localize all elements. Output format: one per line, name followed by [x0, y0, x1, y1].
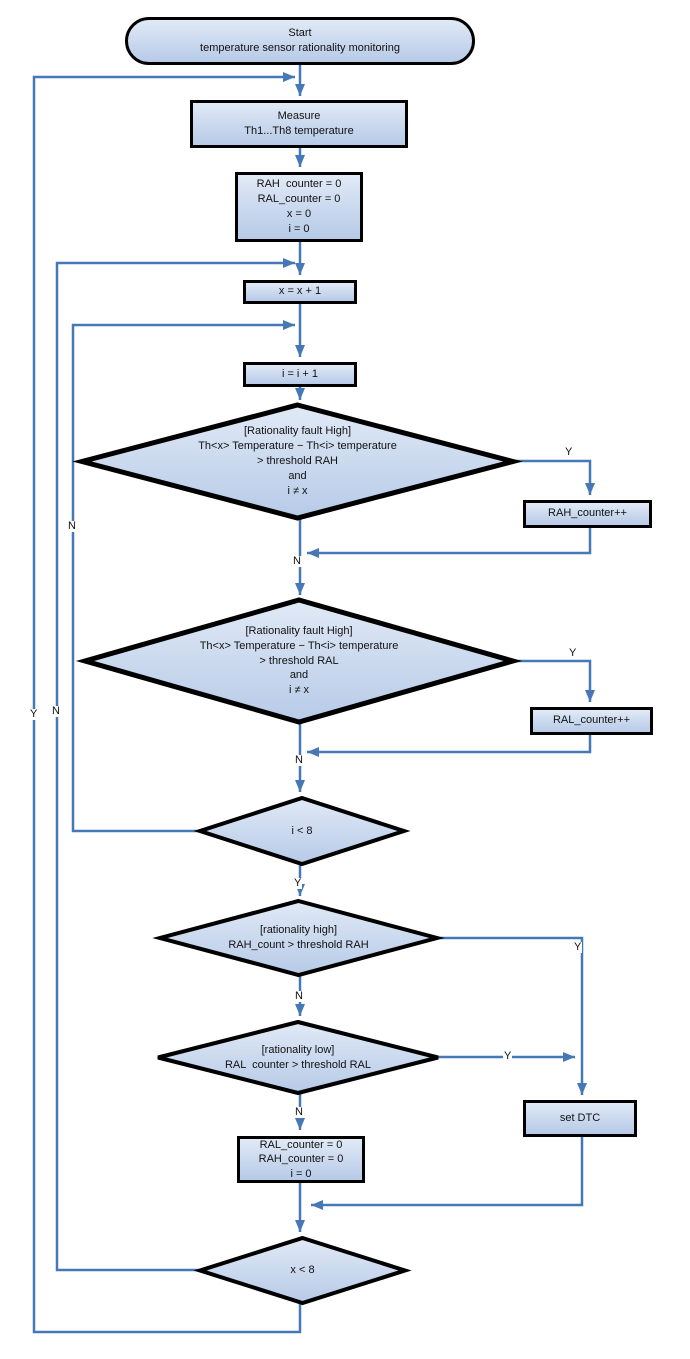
- diamond-rationality-fault-high: [72, 402, 523, 521]
- edge-label-rah-yes: Y: [573, 941, 583, 953]
- edge-label-d2-yes: Y: [568, 647, 578, 659]
- diamond-i-loop-check-text: i < 8: [200, 798, 404, 864]
- d1-line: and: [288, 469, 307, 482]
- node-set-dtc: set DTC: [523, 1100, 637, 1137]
- start-subtitle: temperature sensor rationality monitorin…: [200, 42, 400, 54]
- reset-line: RAL_counter = 0: [259, 1139, 343, 1152]
- d6-line: x < 8: [290, 1264, 315, 1277]
- d5-line: RAL counter > threshold RAL: [224, 1058, 372, 1071]
- d1-line: i ≠ x: [287, 484, 308, 497]
- init-line: RAH counter = 0: [256, 178, 342, 191]
- d2-line: > threshold RAL: [259, 654, 339, 667]
- init-line: RAL_counter = 0: [257, 193, 341, 206]
- measure-line: Th1...Th8 temperature: [244, 125, 354, 137]
- diamond-rationality-fault-low: [75, 597, 523, 725]
- set-dtc-line: set DTC: [559, 1111, 601, 1124]
- d2-line: i ≠ x: [288, 684, 310, 697]
- node-reset-counters: RAL_counter = 0 RAH_counter = 0 i = 0: [237, 1136, 365, 1183]
- diamond-rationality-fault-high-text: [Rationality fault High] Th<x> Temperatu…: [82, 405, 513, 518]
- node-init-counters: RAH counter = 0 RAL_counter = 0 x = 0 i …: [235, 172, 363, 242]
- edge-xloop-no-return: [55, 258, 295, 1272]
- edge-label-ral-no: N: [294, 1106, 304, 1118]
- d2-line: and: [289, 669, 309, 682]
- diamond-rationality-low: [157, 1019, 439, 1096]
- edge-d2-yes: [513, 659, 595, 702]
- measure-line: Measure: [277, 109, 321, 122]
- diamond-rationality-high: [152, 898, 445, 978]
- reset-line: i = 0: [290, 1167, 312, 1180]
- d2-line: Th<x> Temperature − Th<i> temperature: [199, 639, 399, 652]
- edge-ralinc-join: [307, 735, 592, 757]
- edge-dtc-join: [311, 1137, 584, 1210]
- node-measure: Measure Th1...Th8 temperature: [190, 100, 408, 148]
- edge-label-d2-no: N: [294, 754, 304, 766]
- d5-line: [rationality low]: [261, 1043, 335, 1056]
- d3-line: i < 8: [291, 824, 313, 837]
- edge-label-xloop-no: N: [51, 705, 61, 717]
- edge-label-iloop-no: N: [67, 520, 77, 532]
- node-ral-increment: RAL_counter++: [530, 707, 653, 735]
- d4-line: [rationality high]: [259, 924, 338, 937]
- edge-xloop-yes-return: [32, 72, 302, 1334]
- diamond-rationality-high-text: [rationality high] RAH_count > threshold…: [160, 901, 437, 975]
- edge-rah-yes: [437, 936, 587, 1095]
- rah-increment-line: RAH_counter++: [548, 507, 627, 520]
- edge-label-rah-no: N: [294, 990, 304, 1002]
- start-title: Start: [288, 26, 312, 39]
- i-increment-line: i = i + 1: [281, 367, 319, 380]
- edge-rahinc-join: [307, 528, 592, 558]
- d1-line: Th<x> Temperature − Th<i> temperature: [198, 440, 397, 453]
- init-line: i = 0: [288, 222, 310, 235]
- init-line: x = 0: [286, 208, 312, 220]
- edge-label-d1-no: N: [292, 555, 302, 567]
- edge-label-d1-yes: Y: [564, 446, 574, 458]
- node-x-increment: x = x + 1: [243, 280, 357, 304]
- d4-line: RAH_count > threshold RAH: [228, 939, 369, 951]
- d1-line: [Rationality fault High]: [244, 425, 351, 438]
- d2-line: [Rationality fault High]: [245, 624, 353, 637]
- node-i-increment: i = i + 1: [243, 362, 357, 387]
- diamond-i-loop-check: [193, 795, 411, 867]
- diamond-x-loop-check: [193, 1235, 412, 1306]
- edge-iloop-no-return: [71, 320, 295, 833]
- edge-label-xloop-yes: Y: [29, 708, 39, 720]
- edge-label-iloop-yes: Y: [293, 877, 303, 889]
- d1-line: > threshold RAH: [256, 455, 338, 468]
- node-rah-increment: RAH_counter++: [523, 500, 652, 528]
- edge-d1-yes: [513, 459, 595, 495]
- edge-label-ral-yes: Y: [503, 1050, 513, 1062]
- diamond-rationality-fault-low-text: [Rationality fault High] Th<x> Temperatu…: [85, 600, 513, 722]
- diamond-rationality-low-text: [rationality low] RAL counter > threshol…: [158, 1022, 438, 1093]
- ral-increment-line: RAL_counter++: [552, 714, 631, 727]
- x-increment-line: x = x + 1: [278, 285, 322, 298]
- node-start: Start temperature sensor rationality mon…: [125, 17, 475, 65]
- reset-line: RAH_counter = 0: [258, 1153, 344, 1166]
- diamond-x-loop-check-text: x < 8: [200, 1238, 405, 1303]
